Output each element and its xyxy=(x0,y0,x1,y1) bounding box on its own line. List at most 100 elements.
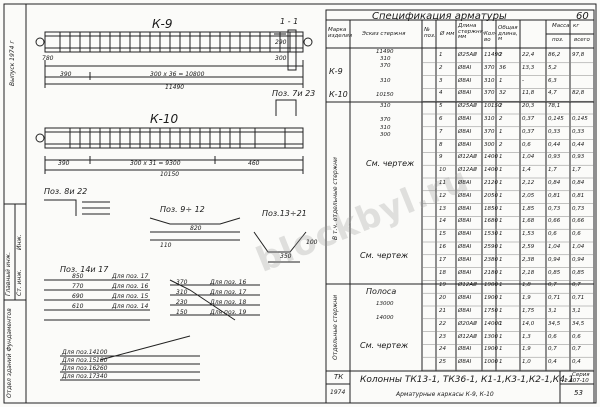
list-len-2: 690 xyxy=(72,293,84,300)
list-right-len-0: 370 xyxy=(176,279,188,286)
spec-cell: Ø8AⅠ xyxy=(458,269,472,276)
mark-k10: К-10 xyxy=(329,90,348,99)
spec-cell: 310 xyxy=(484,77,495,84)
spec-cell: 2,38 xyxy=(522,256,535,263)
spec-cell: 1400 xyxy=(484,167,498,174)
spec-cell: 2590 xyxy=(484,244,498,250)
spec-cell: 1 xyxy=(499,231,503,238)
hdr-dia: Ø мм xyxy=(440,31,455,37)
spec-cell: 2 xyxy=(499,52,503,58)
sketch-7: 310 xyxy=(380,125,391,131)
spec-cell: 1 xyxy=(499,359,503,366)
spec-cell: 13,3 xyxy=(522,64,535,71)
hdr-mark: Марка изделия xyxy=(328,27,353,39)
k10-dim-0: 390 xyxy=(58,160,70,167)
spec-cell: 1900 xyxy=(484,282,498,289)
spec-cell: 300 xyxy=(484,141,495,148)
spec-cell: 2,05 xyxy=(522,192,535,199)
spec-cell: 9 xyxy=(439,154,443,161)
spec-cell: 0,85 xyxy=(572,269,585,276)
spec-cell: Ø8AⅠ xyxy=(458,308,472,314)
spec-cell: 0,37 xyxy=(522,116,535,122)
spec-cell: 0,33 xyxy=(572,128,585,135)
spec-cell: 12 xyxy=(439,192,446,199)
section-dim-0: 290 xyxy=(275,39,287,46)
sketch-0: 11490 xyxy=(376,49,394,55)
spec-cell: 3,1 xyxy=(572,308,581,314)
k9-dim-1: 11490 xyxy=(165,84,185,91)
spec-cell: 2 xyxy=(499,116,503,122)
list-pos-2: Для поз. 15 xyxy=(112,293,149,300)
spec-cell: 8 xyxy=(439,141,443,148)
spec-cell: 1 xyxy=(499,269,503,276)
spec-cell: 2180 xyxy=(484,269,498,276)
spec-cell: 1,8 xyxy=(522,282,531,289)
spec-cell: 24 xyxy=(439,346,446,353)
spec-cell: 5,2 xyxy=(548,64,557,71)
spec-cell: 4 xyxy=(439,90,443,97)
spec-cell: 1300 xyxy=(484,333,498,340)
spec-cell: 1680 xyxy=(484,218,498,225)
spec-cell: 0,6 xyxy=(522,141,531,148)
spec-cell: 0,7 xyxy=(572,346,581,353)
hdr-qty: Кол-во xyxy=(484,31,497,43)
margin-chief: Главный инж. xyxy=(5,252,12,296)
spec-cell: 0,85 xyxy=(548,269,561,276)
k10-dim-2: 460 xyxy=(248,160,260,167)
spec-cell: 1 xyxy=(499,256,503,263)
spec-cell: 97,8 xyxy=(572,52,585,58)
pos-13-dim-1: 100 xyxy=(306,239,318,246)
bottom-pos-0: Для поз.14 xyxy=(62,349,97,356)
list-len-0: 850 xyxy=(72,273,84,280)
k9-dim-0: 780 xyxy=(42,55,54,62)
spec-cell: 2,12 xyxy=(522,180,535,186)
spec-cell: 1400 xyxy=(484,154,498,161)
pos-14-17-label: Поз. 14и 17 xyxy=(60,265,109,274)
list-right-len-3: 150 xyxy=(176,309,188,316)
spec-cell: 0,7 xyxy=(548,282,557,289)
hdr-mass-pos: поз. xyxy=(552,37,564,43)
hdr-mass: Масса, кг xyxy=(552,23,580,29)
spec-cell: 1 xyxy=(499,77,503,84)
spec-cell: 11,8 xyxy=(522,90,535,97)
spec-cell: 1,4 xyxy=(522,167,531,174)
spec-cell: Ø8AⅠ xyxy=(458,77,472,84)
spec-cell: 1 xyxy=(499,205,503,212)
spec-cell: 1850 xyxy=(484,205,498,212)
group-separate-in: В т.ч. отдельные стержни xyxy=(332,157,339,240)
spec-cell: 0,6 xyxy=(572,231,581,238)
bottom-pos-2: Для поз.16 xyxy=(62,365,97,372)
hdr-sketch: Эскиз стержня xyxy=(362,31,406,37)
spec-cell: 1 xyxy=(499,128,503,135)
section-title: 1 - 1 xyxy=(280,17,299,26)
margin-senior: Ст. инж. xyxy=(16,269,23,296)
spec-cell: 22,4 xyxy=(522,52,535,58)
sketch-13: 14000 xyxy=(376,315,394,321)
spec-cell: 15 xyxy=(439,231,446,238)
spec-cell: 0,6 xyxy=(572,333,581,340)
spec-cell: 2 xyxy=(439,64,443,71)
spec-cell: 0,94 xyxy=(548,256,561,263)
sketch-8: 300 xyxy=(380,132,391,138)
spec-cell: 1 xyxy=(499,244,503,250)
spec-cell: 0,37 xyxy=(522,128,535,135)
spec-cell: Ø20AⅢ xyxy=(458,320,477,327)
spec-cell: 1900 xyxy=(484,346,498,353)
spec-cell: 1,85 xyxy=(522,205,535,212)
pos-9-dim-1: 110 xyxy=(160,242,172,249)
spec-cell: 0,145 xyxy=(572,116,588,122)
spec-cell: 0,73 xyxy=(548,205,561,212)
stamp-sheet: 53 xyxy=(574,389,583,397)
spec-cell: 1,53 xyxy=(522,231,535,238)
spec-cell: 0,145 xyxy=(548,116,564,122)
spec-cell: 1900 xyxy=(484,295,498,302)
spec-cell: 25 xyxy=(439,359,446,366)
spec-cell: 4,7 xyxy=(548,90,557,97)
spec-cell: 14,0 xyxy=(522,320,535,327)
spec-cell: 1 xyxy=(499,218,503,225)
spec-cell: Ø8AⅠ xyxy=(458,244,472,250)
sketch-12: 13000 xyxy=(376,301,394,307)
spec-cell: 1000 xyxy=(484,359,498,366)
spec-cell: 20,3 xyxy=(522,103,535,110)
sketch-14: См. чертеж xyxy=(360,341,409,350)
